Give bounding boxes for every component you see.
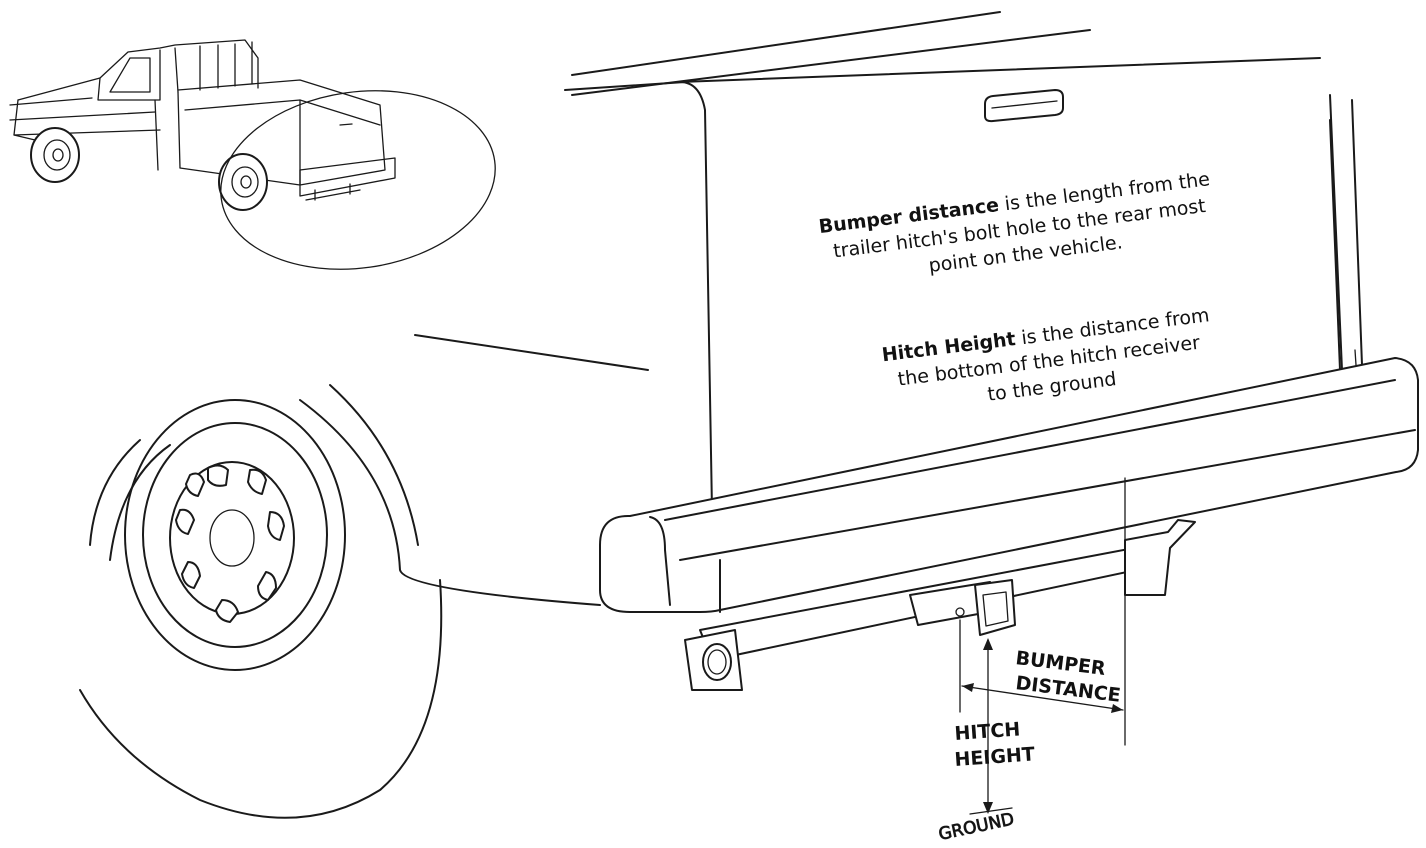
- measurements: [959, 477, 1126, 815]
- zoom-callout-ellipse: [220, 90, 496, 270]
- truck-thumbnail: [9, 39, 396, 211]
- truck-rear-illustration: [79, 11, 1419, 819]
- hitch-height-label-line1: HITCH: [954, 718, 1021, 745]
- ground-label: GROUND: [937, 809, 1016, 844]
- ground-line: [969, 807, 1013, 815]
- bumper-distance-arrow: [961, 685, 1124, 711]
- description-block: Bumper distance is the length from the t…: [818, 168, 1212, 406]
- hitch-height-label-line2: HEIGHT: [954, 743, 1036, 771]
